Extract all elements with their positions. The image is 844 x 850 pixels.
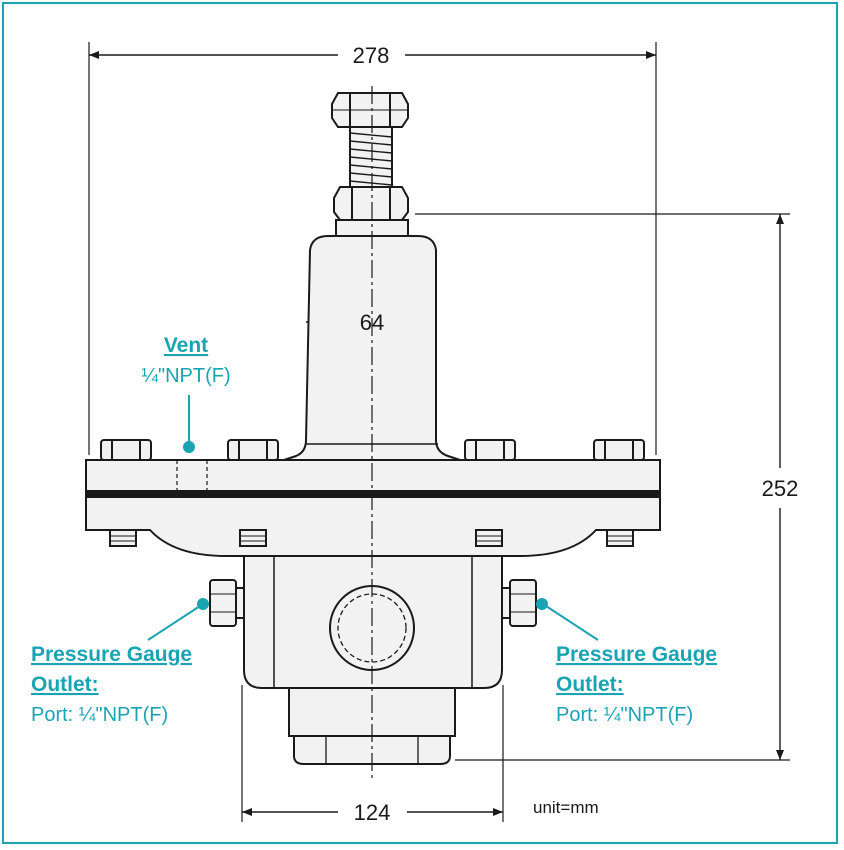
bottom-bolt-nuts — [109, 529, 634, 547]
top-bolts — [100, 439, 645, 461]
extension-lines — [88, 42, 790, 822]
lock-nut — [333, 186, 409, 221]
gauge-right-leader-dot — [536, 598, 548, 610]
gauge-left-title-line2: Outlet: — [31, 673, 99, 696]
gauge-left-title-line1: Pressure Gauge — [31, 643, 192, 666]
upper-flange — [85, 459, 661, 493]
dim-body-width: 124 — [354, 800, 391, 825]
callout-leaders — [147, 395, 599, 641]
regulator-body — [85, 92, 661, 765]
gauge-left-leader-dot — [197, 598, 209, 610]
vent-title: Vent — [164, 334, 208, 357]
threaded-stem — [349, 126, 393, 188]
vent-port — [176, 460, 208, 492]
bottom-plug — [293, 735, 451, 765]
gauge-plug-right — [501, 579, 537, 627]
lower-flange — [85, 496, 661, 557]
gauge-right-title-line2: Outlet: — [556, 673, 624, 696]
dim-height: 252 — [762, 476, 799, 501]
gauge-right-port: Port: ¼"NPT(F) — [556, 704, 693, 726]
vent-leader-dot — [183, 441, 195, 453]
unit-label: unit=mm — [533, 798, 599, 817]
adjusting-nut — [331, 92, 409, 128]
dim-bonnet-width: 64 — [360, 310, 384, 335]
vent-port-size: ¼"NPT(F) — [141, 365, 230, 387]
outlet-port — [329, 585, 415, 671]
gauge-right-title-line1: Pressure Gauge — [556, 643, 717, 666]
gauge-plug-left — [209, 579, 245, 627]
dim-overall-width: 278 — [353, 43, 390, 68]
gauge-left-port: Port: ¼"NPT(F) — [31, 704, 168, 726]
